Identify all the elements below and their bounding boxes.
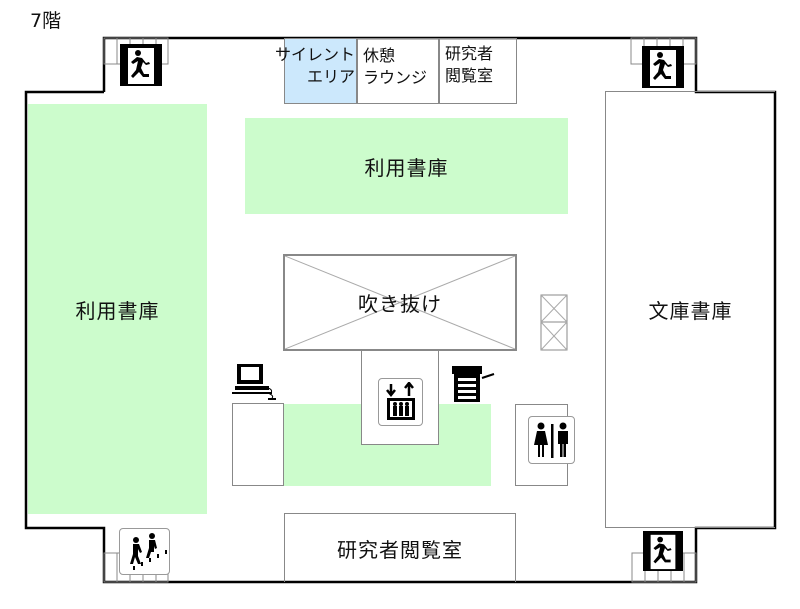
emergency-exit-icon bbox=[642, 46, 684, 88]
bunko-stacks[interactable]: 文庫書庫 bbox=[605, 91, 775, 528]
lounge[interactable]: 休憩 ラウンジ bbox=[357, 38, 439, 104]
stacks-top[interactable]: 利用書庫 bbox=[245, 118, 568, 214]
restroom-icon bbox=[533, 422, 568, 458]
researcher-room-top[interactable]: 研究者 閲覧室 bbox=[439, 38, 517, 104]
stairs-sign[interactable] bbox=[119, 528, 170, 575]
researcher-room-bottom[interactable]: 研究者閲覧室 bbox=[284, 513, 516, 582]
copier-icon[interactable] bbox=[451, 364, 497, 406]
silent-area-fill bbox=[284, 38, 357, 104]
stacks-left[interactable]: 利用書庫 bbox=[28, 104, 207, 514]
stairs-icon bbox=[124, 532, 167, 570]
elevator-icon bbox=[385, 382, 415, 420]
computer-desk bbox=[232, 403, 284, 486]
emergency-exit-icon bbox=[120, 44, 162, 86]
storage-boxes bbox=[540, 294, 568, 351]
silent-area-label[interactable]: サイレント エリア bbox=[274, 45, 355, 86]
emergency-exit-icon bbox=[643, 531, 683, 571]
floor-label: 7階 bbox=[30, 10, 62, 32]
computer-terminal-icon[interactable] bbox=[232, 362, 280, 402]
elevator-sign[interactable] bbox=[378, 378, 423, 426]
atrium-cross bbox=[285, 256, 515, 349]
restroom-sign[interactable] bbox=[528, 416, 575, 464]
atrium: 吹き抜け bbox=[283, 254, 517, 351]
